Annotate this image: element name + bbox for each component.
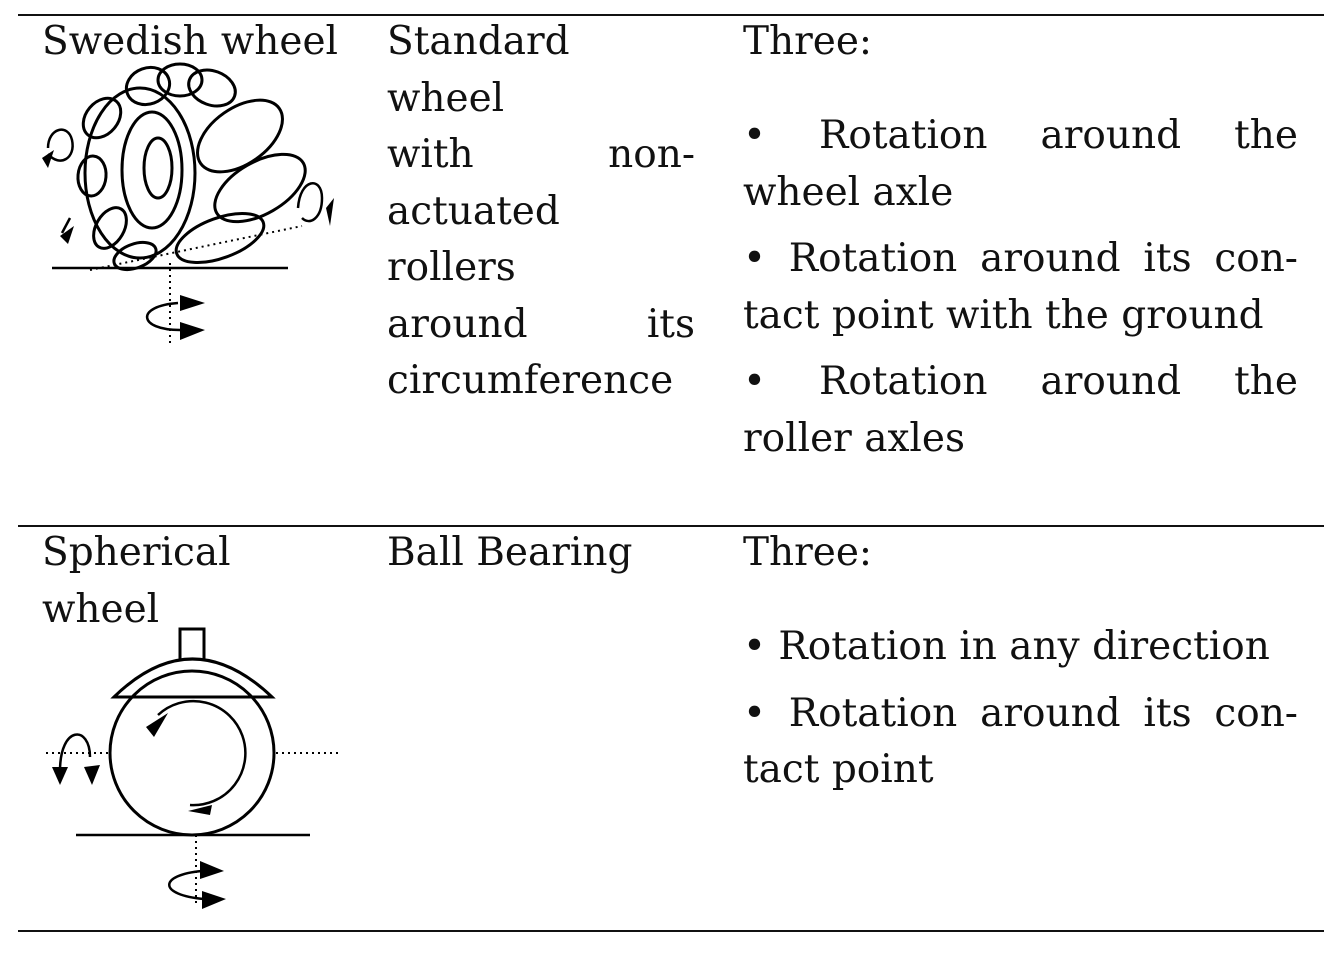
row2-dof-list: • Rotation in any direction • Rotation a… (743, 619, 1298, 809)
row2-dof-heading: Three: (743, 530, 873, 575)
row1-dof-heading: Three: (743, 19, 873, 64)
row2-wheel-name-line: Spherical (42, 530, 231, 575)
row2-wheel-name-line: wheel (42, 586, 160, 632)
row2-description-line: Ball Bearing (387, 530, 633, 575)
row1-wheel-name: Swedish wheel (42, 14, 338, 71)
row1-description-line: with non- (387, 132, 695, 177)
dof-item-line: • Rotation around its con- (743, 690, 1298, 736)
row1-dof-list: • Rotation around the wheel axle • Rotat… (743, 108, 1298, 477)
row1-description: Standard wheel with non- actuated roller… (387, 14, 695, 410)
dof-list-item: • Rotation in any direction (743, 619, 1298, 676)
dof-item-line: wheel axle (743, 169, 954, 215)
dof-item-line: tact point with the ground (743, 292, 1264, 338)
dof-list-item: • Rotation around the wheel axle (743, 108, 1298, 221)
dof-list-item: • Rotation around the roller axles (743, 354, 1298, 467)
spherical-wheel-illustration (46, 627, 340, 909)
row1-description-line: Standard wheel (387, 19, 570, 121)
row1-wheel-name-line: Swedish wheel (42, 19, 338, 64)
row1-description-line: circumference (387, 358, 674, 403)
dof-item-line: • Rotation in any direction (743, 624, 1270, 669)
row1-description-line: around its (387, 301, 695, 347)
dof-item-line: • Rotation around its con- (743, 236, 1298, 281)
table-top-rule (18, 14, 1324, 16)
dof-list-item: • Rotation around its con- tact point (743, 686, 1298, 799)
dof-item-line: roller axles (743, 415, 966, 461)
row-separator-rule (18, 525, 1324, 527)
row2-description: Ball Bearing (387, 525, 695, 582)
row2-wheel-name: Spherical wheel (42, 525, 338, 638)
dof-item-line: • Rotation around the (743, 113, 1298, 158)
swedish-wheel-illustration (42, 62, 334, 343)
row1-description-line: actuated rollers (387, 188, 560, 291)
dof-item-line: tact point (743, 747, 934, 792)
table-bottom-rule (18, 930, 1324, 932)
dof-list-item: • Rotation around its con- tact point wi… (743, 231, 1298, 344)
dof-item-line: • Rotation around the (743, 359, 1298, 404)
